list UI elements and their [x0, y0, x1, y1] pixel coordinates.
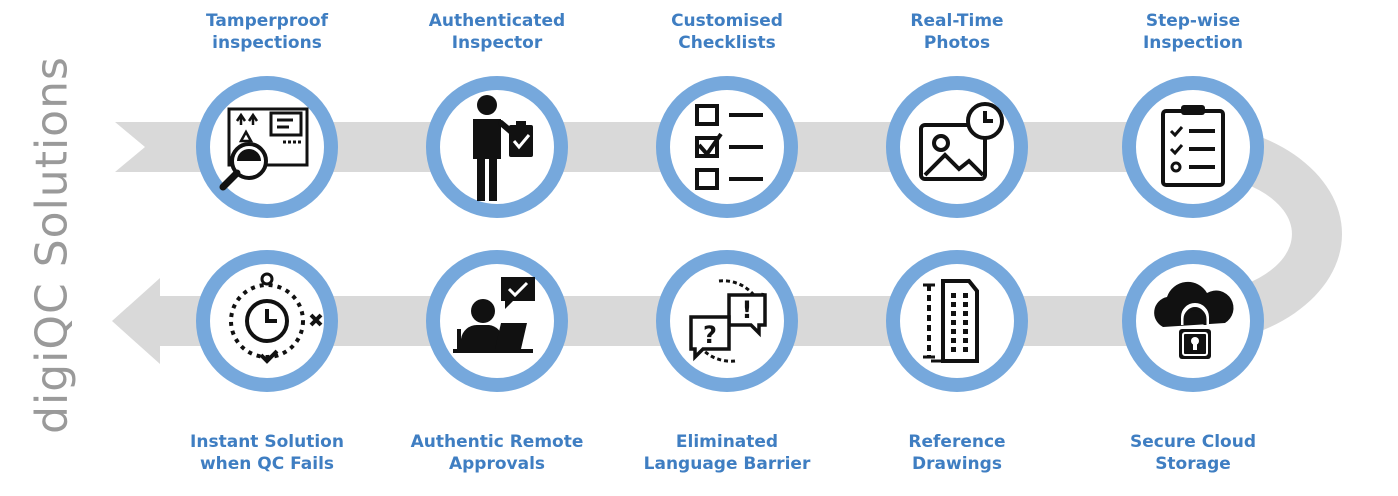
svg-text:!: ! [742, 296, 753, 324]
building-drawing-icon [923, 279, 979, 363]
ring-customised-checklists [656, 76, 798, 218]
label-line: Real-Time [910, 11, 1004, 31]
label-line: Tamperproof [206, 11, 328, 31]
clipboard-list-icon [1161, 105, 1225, 187]
svg-text:?: ? [703, 321, 717, 349]
inspector-clipboard-icon [473, 95, 533, 201]
label-line: Eliminated [675, 432, 779, 452]
ring-real-time-photos [886, 76, 1028, 218]
label-line: Reference [908, 432, 1006, 452]
checklist-icon [695, 104, 763, 190]
label-line: Authenticated [428, 11, 566, 31]
label-line: Storage [1155, 454, 1231, 474]
label-line: Secure Cloud [1129, 432, 1257, 452]
side-title: digiQC Solutions [26, 56, 78, 434]
label-line: when QC Fails [199, 454, 335, 474]
cloud-lock-icon [1154, 281, 1234, 359]
label-line: Customised [671, 11, 783, 31]
label-line: Instant Solution [190, 432, 344, 452]
label-line: Drawings [912, 454, 1002, 474]
label-line: Approvals [448, 454, 546, 474]
label-line: Authentic Remote [410, 432, 584, 452]
label-line: Language Barrier [643, 454, 811, 474]
label-line: Photos [923, 33, 991, 53]
ring-authentic-remote-approvals [426, 250, 568, 392]
label-line: Inspector [451, 33, 543, 53]
photo-clock-icon [919, 102, 1004, 181]
magnifier-document-icon [219, 107, 309, 191]
label-line: Checklists [678, 33, 776, 53]
ring-tamperproof-inspections [196, 76, 338, 218]
icon-group: !? [219, 95, 1234, 364]
remote-approval-icon [453, 277, 535, 353]
ring-reference-drawings [886, 250, 1028, 392]
label-line: inspections [212, 33, 322, 53]
label-line: Inspection [1142, 33, 1244, 53]
turn-band [1180, 122, 1342, 346]
chat-bubbles-icon: !? [689, 279, 767, 363]
clock-cycle-icon [229, 272, 323, 364]
label-line: Step-wise [1145, 11, 1241, 31]
